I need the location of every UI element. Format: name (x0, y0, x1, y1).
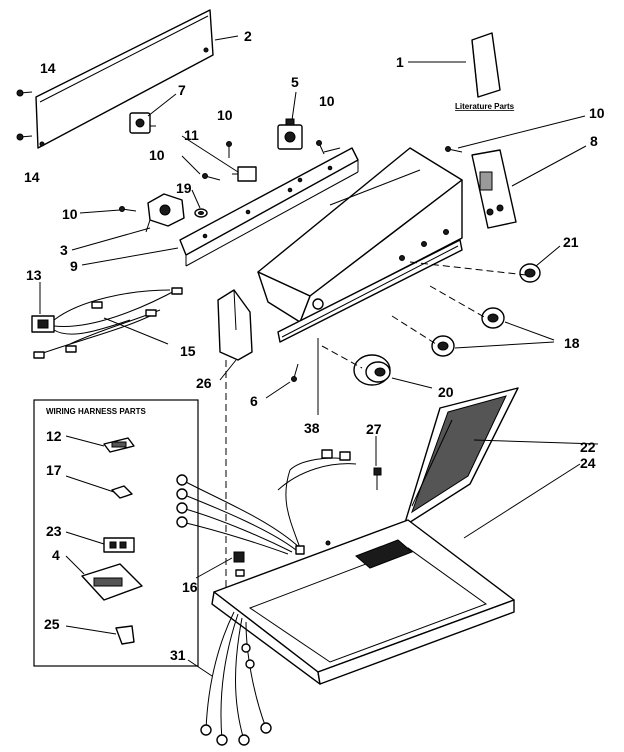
callout-23: 23 (46, 523, 62, 539)
callout-18: 18 (564, 335, 580, 351)
callout-15: 15 (180, 343, 196, 359)
callout-11: 11 (184, 127, 199, 143)
grommet-part-16 (233, 551, 245, 577)
callout-20: 20 (438, 384, 454, 400)
callout-8: 8 (590, 133, 598, 149)
dryer-top-part-24 (211, 519, 515, 685)
wire-harness-upper (176, 449, 357, 555)
callout-10-b: 10 (319, 93, 335, 109)
callout-13: 13 (26, 267, 42, 283)
screw-part-27 (373, 467, 382, 490)
wiring-box-title: WIRING HARNESS PARTS (46, 407, 147, 416)
knob-part-21 (519, 263, 541, 283)
callout-22: 22 (580, 439, 596, 455)
callout-27: 27 (366, 421, 382, 437)
end-cap-part-8 (471, 149, 517, 229)
callout-1: 1 (396, 54, 404, 70)
end-cap-part-26 (217, 289, 253, 361)
terminal-part-11 (232, 166, 257, 182)
callout-25: 25 (44, 616, 60, 632)
callout-labels: 2 1 14 14 7 5 10 10 10 8 11 10 19 10 3 9… (24, 28, 605, 663)
literature-part (471, 32, 501, 98)
control-bracket-part-9 (179, 147, 359, 267)
callout-24: 24 (580, 455, 596, 471)
callout-3: 3 (60, 242, 68, 258)
callout-10-a: 10 (217, 107, 233, 123)
wiring-harness-part-15 (31, 287, 183, 359)
callout-4: 4 (52, 547, 60, 563)
callout-19: 19 (176, 180, 192, 196)
callout-6: 6 (250, 393, 258, 409)
switch-assembly-part-3 (145, 193, 185, 233)
screw-part-14 (16, 89, 33, 141)
back-panel-part (35, 9, 214, 149)
callout-17: 17 (46, 462, 62, 478)
callout-2: 2 (244, 28, 252, 44)
callout-10-e: 10 (62, 206, 78, 222)
callout-21: 21 (563, 234, 579, 250)
callout-12: 12 (46, 428, 62, 444)
callout-10-c: 10 (589, 105, 605, 121)
callout-10-d: 10 (149, 147, 165, 163)
screw-part-10 (119, 140, 463, 212)
switch-part-5 (277, 118, 303, 150)
callout-5: 5 (291, 74, 299, 90)
knob-part-18 (431, 307, 505, 357)
literature-parts-label: Literature Parts (455, 102, 515, 111)
top-cover-part-22 (403, 387, 519, 527)
leader-lines (39, 35, 599, 677)
callout-9: 9 (70, 258, 78, 274)
callout-7: 7 (178, 82, 186, 98)
knob-part-20 (353, 354, 391, 386)
callout-31: 31 (170, 647, 186, 663)
grommet-part-19 (194, 208, 208, 218)
switch-part-7 (129, 112, 156, 134)
wiring-harness-parts-box: WIRING HARNESS PARTS (33, 399, 199, 667)
console-strip-part-38 (277, 239, 463, 343)
screw-part-6 (291, 363, 299, 382)
wire-harness-part-31 (200, 611, 272, 746)
console-body (257, 147, 463, 323)
callout-14-bottom: 14 (24, 169, 40, 185)
callout-14-top: 14 (40, 60, 56, 76)
callout-38: 38 (304, 420, 320, 436)
callout-26: 26 (196, 375, 212, 391)
callout-16: 16 (182, 579, 198, 595)
